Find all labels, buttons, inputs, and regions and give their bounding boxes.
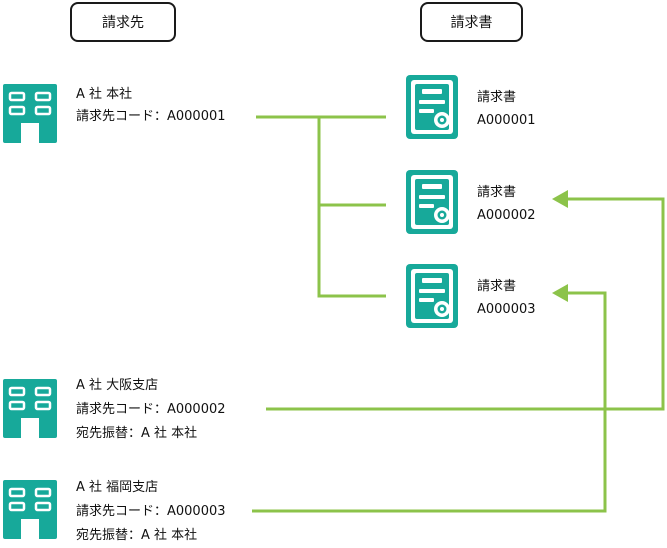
billing-party-name: A 社 本社: [76, 87, 133, 102]
osaka-to-invoice2-connector: [266, 190, 665, 411]
building-icon: [3, 84, 57, 143]
invoice-label: 請求書: [477, 279, 517, 294]
arrow-head-icon: [552, 190, 568, 208]
invoice-number: A000001: [477, 113, 536, 128]
billing-party-code: 請求先コード：A000002: [76, 402, 226, 417]
invoice-number: A000003: [477, 302, 536, 317]
billing-party-code: 請求先コード：A000001: [76, 109, 226, 124]
invoice-document-icon: [406, 170, 458, 234]
invoice-document-icon: [406, 264, 458, 328]
billing-party-transfer: 宛先振替：A 社 本社: [76, 528, 198, 543]
invoice-label: 請求書: [477, 90, 517, 105]
billing-party-transfer: 宛先振替：A 社 本社: [76, 426, 198, 441]
billing-party-name: A 社 福岡支店: [76, 480, 159, 495]
building-icon: [3, 379, 57, 438]
invoice-header: 請求書: [420, 2, 523, 42]
fukuoka-to-invoice3-connector: [252, 284, 607, 513]
invoice-number: A000002: [477, 208, 536, 223]
billing-party-code: 請求先コード：A000003: [76, 504, 226, 519]
billing-party-name: A 社 大阪支店: [76, 378, 159, 393]
invoice-document-icon: [406, 75, 458, 139]
invoice-label: 請求書: [477, 185, 517, 200]
billing-party-header: 請求先: [70, 2, 176, 42]
head-office-connector: [256, 115, 386, 298]
building-icon: [3, 480, 57, 539]
arrow-head-icon: [552, 284, 568, 302]
